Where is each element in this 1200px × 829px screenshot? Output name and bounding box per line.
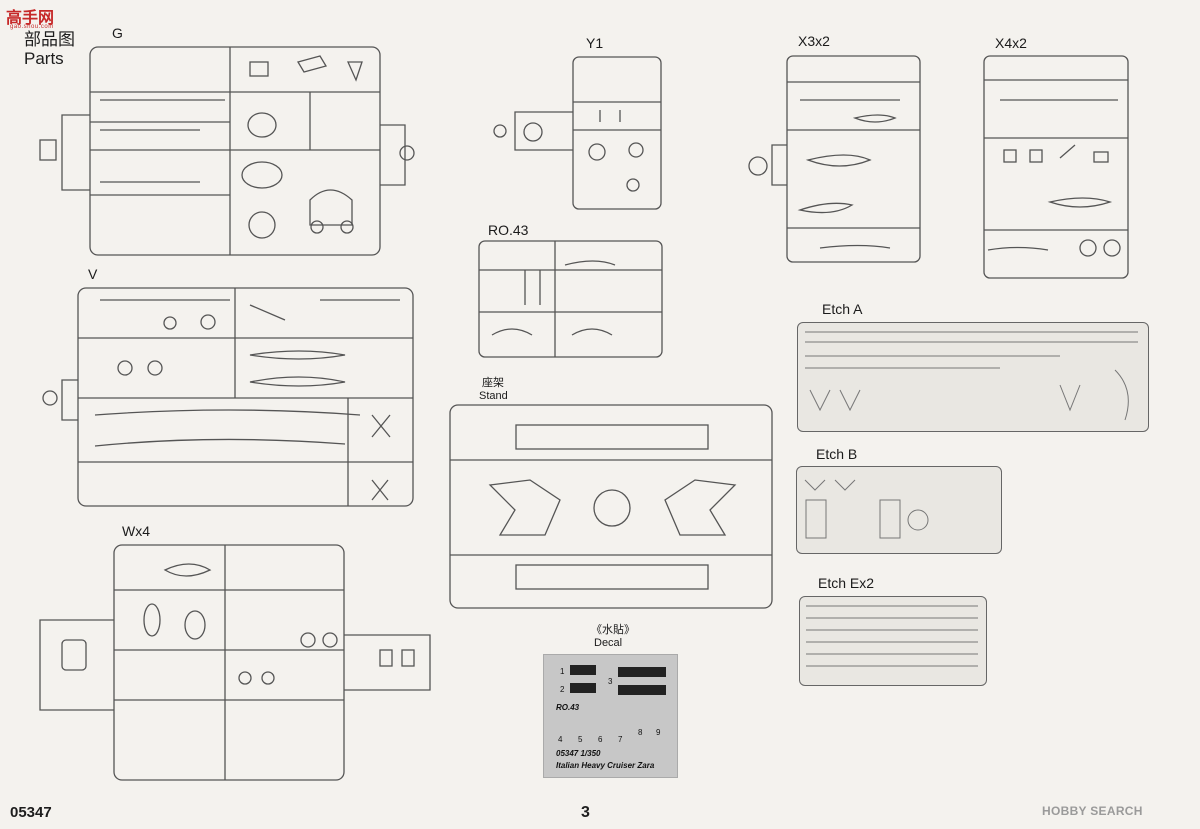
decal-num-2: 2	[560, 685, 565, 694]
decal-num-1: 1	[560, 667, 565, 676]
decal-code: 05347 1/350	[556, 749, 601, 758]
sprue-ro43-label: RO.43	[488, 222, 529, 238]
etch-e-plate	[799, 596, 987, 686]
decal-section: RO.43	[556, 703, 580, 712]
parts-title: 部品图 Parts	[24, 30, 75, 68]
etch-a-label: Etch A	[822, 301, 863, 317]
sprue-g-label: G	[112, 25, 123, 41]
decal-mark-2	[570, 683, 596, 693]
etch-e-label: Etch Ex2	[818, 575, 875, 591]
stand-label-cn: 座架	[482, 377, 504, 389]
product-code: 05347	[10, 804, 52, 821]
etch-a-plate	[797, 322, 1149, 432]
decal-num-5: 5	[578, 735, 583, 744]
site-logo-sub: gao.shou.com	[10, 24, 54, 30]
sprue-v-label: V	[88, 266, 98, 282]
sprue-w-label: Wx4	[122, 523, 150, 539]
decal-num-3: 3	[608, 677, 613, 686]
stand-label-en: Stand	[479, 390, 508, 402]
decal-num-4: 4	[558, 735, 563, 744]
decal-mark-1	[570, 665, 596, 675]
page-number: 3	[581, 804, 590, 821]
decal-num-8: 8	[638, 728, 643, 737]
decal-sheet: 1 2 3 RO.43 4 5 6 7 8 9 05347 1/350 Ital…	[543, 654, 678, 778]
sprue-y1-label: Y1	[586, 35, 604, 51]
site-logo: 高手网	[6, 10, 55, 27]
etch-b-label: Etch B	[816, 446, 858, 462]
decal-name: Italian Heavy Cruiser Zara	[556, 761, 655, 770]
decal-title-cn: 《水貼》	[591, 624, 635, 636]
watermark: HOBBY SEARCH	[1042, 804, 1143, 818]
parts-title-cn: 部品图	[24, 30, 75, 49]
parts-title-en: Parts	[24, 49, 64, 68]
decal-num-9: 9	[656, 728, 661, 737]
decal-mark-3b	[618, 685, 666, 695]
sprue-x3-label: X3x2	[798, 33, 830, 49]
etch-b-plate	[796, 466, 1002, 554]
decal-num-7: 7	[618, 735, 623, 744]
decal-mark-3a	[618, 667, 666, 677]
sprue-x4-label: X4x2	[995, 35, 1027, 51]
decal-title-en: Decal	[594, 637, 623, 649]
decal-num-6: 6	[598, 735, 603, 744]
